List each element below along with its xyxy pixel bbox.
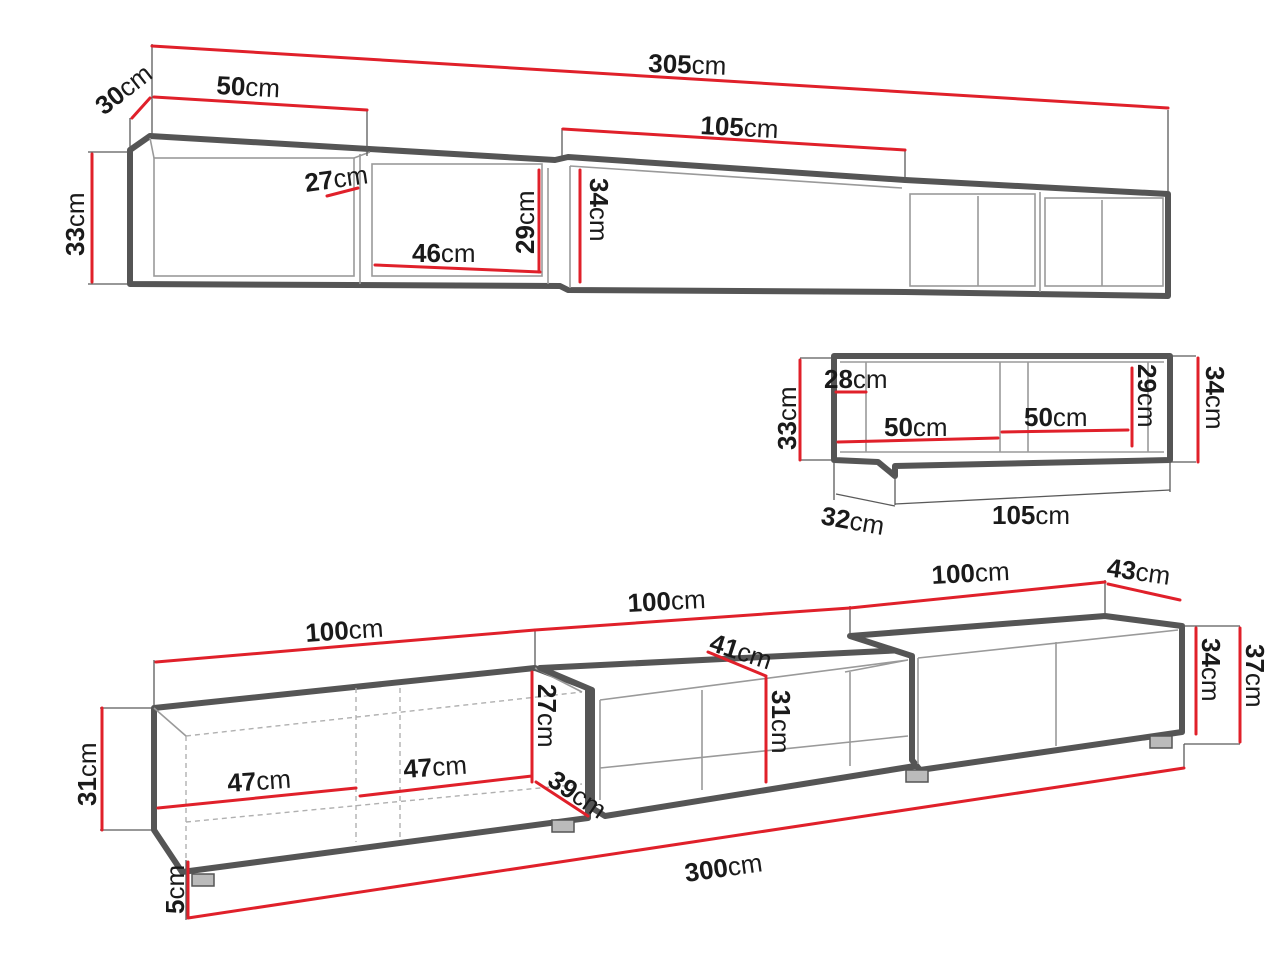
dim-label-100cm-left: 100cm — [304, 613, 384, 648]
dim-label-34cm-middle: 34cm — [1200, 366, 1230, 430]
dim-label-29cm-middle: 29cm — [1132, 364, 1162, 428]
dim-label-30cm: 30cm — [89, 58, 158, 121]
dim-label-50cm-left: 50cm — [884, 412, 948, 442]
bottom-right-module-outline — [847, 613, 1185, 773]
dim-label-31cm-inner: 31cm — [766, 690, 796, 754]
dim-label-105cm-top: 105cm — [700, 110, 780, 144]
dim-label-105cm-middle: 105cm — [992, 500, 1070, 530]
dim-label-31cm-left: 31cm — [72, 742, 102, 806]
dim-label-300cm: 300cm — [683, 847, 764, 888]
foot-right — [1149, 735, 1173, 749]
dim-label-47cm-left: 47cm — [226, 764, 292, 798]
top-wall-cabinet-set: 305cm 30cm 50cm 105cm 33cm 27cm 29cm 34c… — [60, 44, 1171, 299]
dim-label-33cm-top: 33cm — [60, 192, 90, 256]
middle-cabinet-outline — [831, 353, 1173, 479]
dim-label-37cm: 37cm — [1240, 644, 1270, 708]
dim-label-43cm: 43cm — [1105, 552, 1172, 591]
dim-label-100cm-middle: 100cm — [627, 584, 707, 618]
dim-label-5cm: 5cm — [160, 865, 190, 914]
top-right-compartment-a — [909, 193, 1036, 287]
dim-label-27cm-bottom: 27cm — [532, 684, 562, 748]
foot-middle — [905, 769, 929, 783]
top-middle-door — [569, 165, 903, 288]
dim-label-305cm: 305cm — [648, 48, 727, 81]
foot-left-front — [191, 873, 215, 887]
bottom-left-module-outline — [151, 665, 591, 875]
dim-label-50cm-right: 50cm — [1024, 402, 1088, 432]
foot-left-back — [551, 819, 575, 833]
dim-label-47cm-right: 47cm — [402, 750, 468, 784]
top-right-compartment-b — [1044, 197, 1164, 287]
dim-label-50cm-top: 50cm — [216, 70, 281, 103]
top-left-compartment — [153, 157, 355, 277]
dim-label-27cm-top: 27cm — [303, 159, 370, 198]
top-cabinet-outline — [127, 133, 1171, 299]
dim-label-28cm: 28cm — [824, 364, 888, 394]
top-second-compartment — [371, 163, 543, 277]
dim-label-34cm-top: 34cm — [584, 178, 614, 242]
bottom-tv-unit-set: 100cm 100cm 100cm 43cm 41cm 27cm 31cm 34… — [72, 552, 1270, 920]
dim-label-100cm-right: 100cm — [931, 556, 1011, 590]
dim-label-46cm: 46cm — [412, 238, 476, 268]
dim-label-33cm-middle: 33cm — [772, 386, 802, 450]
middle-wall-cabinet: 28cm 50cm 50cm 29cm 33cm 34cm 32cm 105cm — [772, 353, 1230, 541]
dim-label-29cm-top: 29cm — [510, 190, 540, 254]
dim-label-34cm-bottom: 34cm — [1196, 638, 1226, 702]
dim-label-32cm: 32cm — [819, 500, 887, 541]
